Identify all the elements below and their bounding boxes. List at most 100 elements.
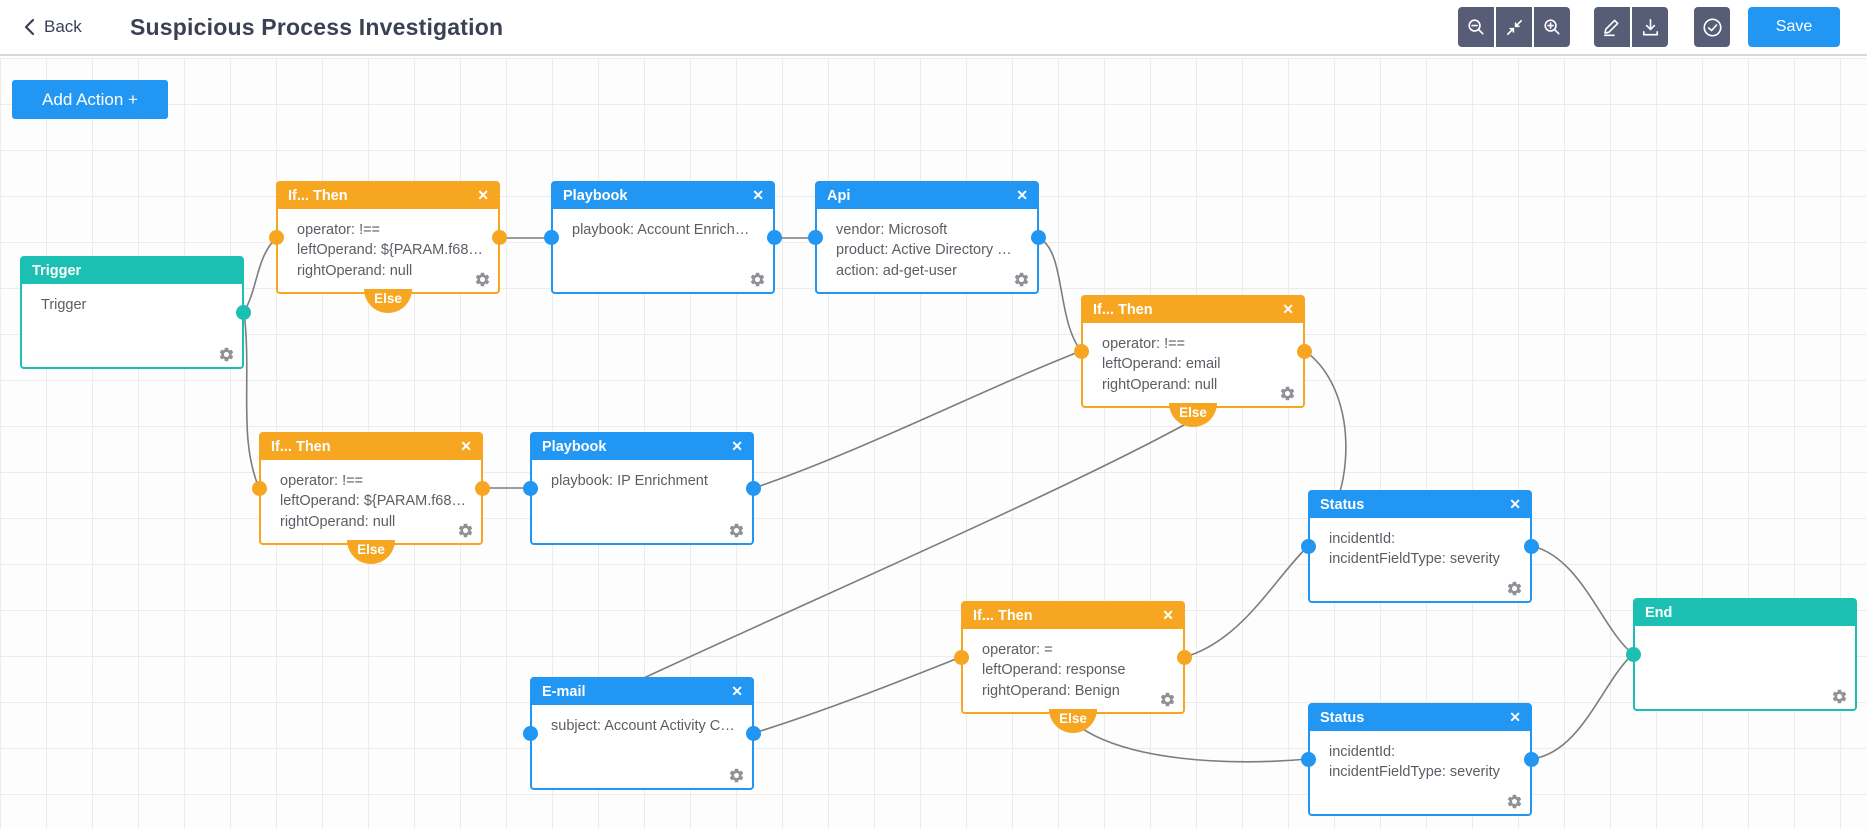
output-connector-dot[interactable] <box>1524 752 1539 767</box>
node-title: If... Then <box>288 188 348 204</box>
node-line: subject: Account Activity C… <box>551 718 735 734</box>
node-header: Status ✕ <box>1310 705 1530 731</box>
output-connector-dot[interactable] <box>492 230 507 245</box>
close-icon[interactable]: ✕ <box>752 187 764 203</box>
close-icon[interactable]: ✕ <box>1509 496 1521 512</box>
gear-icon[interactable] <box>474 271 491 288</box>
output-connector-dot[interactable] <box>1524 539 1539 554</box>
node-body: operator: !== leftOperand: email rightOp… <box>1083 323 1303 395</box>
download-button[interactable] <box>1632 7 1668 47</box>
gear-icon[interactable] <box>1506 580 1523 597</box>
zoom-in-button[interactable] <box>1534 7 1570 47</box>
input-connector-dot[interactable] <box>1301 539 1316 554</box>
node-playbook-account-enrichment[interactable]: Playbook ✕ playbook: Account Enrich… <box>544 181 782 294</box>
input-connector-dot[interactable] <box>954 650 969 665</box>
output-connector-dot[interactable] <box>1177 650 1192 665</box>
close-icon[interactable]: ✕ <box>1162 607 1174 623</box>
input-connector-dot[interactable] <box>523 481 538 496</box>
node-title: Playbook <box>542 439 607 455</box>
node-api[interactable]: Api ✕ vendor: Microsoft product: Active … <box>808 181 1046 294</box>
close-icon[interactable]: ✕ <box>477 187 489 203</box>
download-icon <box>1642 18 1658 36</box>
node-title: If... Then <box>973 608 1033 624</box>
node-body: incidentId: incidentFieldType: severity <box>1310 518 1530 570</box>
output-connector-dot[interactable] <box>767 230 782 245</box>
node-line: leftOperand: ${PARAM.f68… <box>280 493 466 510</box>
node-header: End <box>1635 600 1855 626</box>
node-if-then-user[interactable]: If... Then ✕ operator: !== leftOperand: … <box>269 181 507 313</box>
node-body: operator: !== leftOperand: ${PARAM.f68… … <box>261 460 481 532</box>
input-connector-dot[interactable] <box>1074 344 1089 359</box>
node-if-then-param[interactable]: If... Then ✕ operator: !== leftOperand: … <box>252 432 490 564</box>
node-line: product: Active Directory … <box>836 242 1012 259</box>
output-connector-dot[interactable] <box>236 305 251 320</box>
node-if-then-email[interactable]: If... Then ✕ operator: !== leftOperand: … <box>1074 295 1312 427</box>
toolbar: Save <box>1458 7 1840 47</box>
edit-pencil-icon <box>1603 19 1618 36</box>
node-header: If... Then ✕ <box>1083 297 1303 323</box>
node-body: playbook: Account Enrich… <box>553 209 773 240</box>
close-icon[interactable]: ✕ <box>460 438 472 454</box>
node-body: playbook: IP Enrichment <box>532 460 752 491</box>
gear-icon[interactable] <box>1279 385 1296 402</box>
gear-icon[interactable] <box>218 346 235 363</box>
save-button[interactable]: Save <box>1748 7 1840 47</box>
input-connector-dot[interactable] <box>1626 647 1641 662</box>
input-connector-dot[interactable] <box>808 230 823 245</box>
node-title: E-mail <box>542 684 586 700</box>
node-line: rightOperand: null <box>1102 376 1218 393</box>
node-status-severity-b[interactable]: Status ✕ incidentId: incidentFieldType: … <box>1301 703 1539 816</box>
gear-icon[interactable] <box>1159 691 1176 708</box>
input-connector-dot[interactable] <box>269 230 284 245</box>
node-status-severity-a[interactable]: Status ✕ incidentId: incidentFieldType: … <box>1301 490 1539 603</box>
node-line: playbook: Account Enrich… <box>572 222 750 238</box>
node-header: Trigger <box>22 258 242 284</box>
node-trigger[interactable]: Trigger Trigger <box>20 256 251 369</box>
node-playbook-ip-enrichment[interactable]: Playbook ✕ playbook: IP Enrichment <box>523 432 761 545</box>
zoom-out-button[interactable] <box>1458 7 1494 47</box>
gear-icon[interactable] <box>1506 793 1523 810</box>
input-connector-dot[interactable] <box>1301 752 1316 767</box>
validate-button[interactable] <box>1694 7 1730 47</box>
edit-button[interactable] <box>1594 7 1630 47</box>
node-line: vendor: Microsoft <box>836 222 948 238</box>
node-title: If... Then <box>1093 302 1153 318</box>
node-body: operator: = leftOperand: response rightO… <box>963 629 1183 701</box>
output-connector-dot[interactable] <box>1297 344 1312 359</box>
fit-screen-button[interactable] <box>1496 7 1532 47</box>
close-icon[interactable]: ✕ <box>731 683 743 699</box>
close-icon[interactable]: ✕ <box>1016 187 1028 203</box>
output-connector-dot[interactable] <box>1031 230 1046 245</box>
gear-icon[interactable] <box>749 271 766 288</box>
input-connector-dot[interactable] <box>544 230 559 245</box>
add-action-button[interactable]: Add Action + <box>12 80 168 119</box>
gear-icon[interactable] <box>457 522 474 539</box>
output-connector-dot[interactable] <box>475 481 490 496</box>
gear-icon[interactable] <box>728 522 745 539</box>
node-title: Status <box>1320 710 1365 726</box>
gear-icon[interactable] <box>728 767 745 784</box>
node-if-then-response[interactable]: If... Then ✕ operator: = leftOperand: re… <box>954 601 1192 733</box>
node-header: If... Then ✕ <box>261 434 481 460</box>
node-line: incidentId: <box>1329 744 1396 760</box>
node-line: operator: !== <box>280 473 364 489</box>
input-connector-dot[interactable] <box>523 726 538 741</box>
close-icon[interactable]: ✕ <box>731 438 743 454</box>
node-line: incidentFieldType: severity <box>1329 551 1500 568</box>
back-button[interactable]: Back <box>24 0 82 54</box>
chevron-left-icon <box>24 18 35 36</box>
node-end[interactable]: End <box>1626 598 1857 711</box>
node-email[interactable]: E-mail ✕ subject: Account Activity C… <box>523 677 761 790</box>
node-header: Status ✕ <box>1310 492 1530 518</box>
output-connector-dot[interactable] <box>746 726 761 741</box>
close-icon[interactable]: ✕ <box>1509 709 1521 725</box>
gear-icon[interactable] <box>1013 271 1030 288</box>
input-connector-dot[interactable] <box>252 481 267 496</box>
node-body: incidentId: incidentFieldType: severity <box>1310 731 1530 783</box>
output-connector-dot[interactable] <box>746 481 761 496</box>
node-line: rightOperand: null <box>280 513 396 530</box>
gear-icon[interactable] <box>1831 688 1848 705</box>
close-icon[interactable]: ✕ <box>1282 301 1294 317</box>
node-header: If... Then ✕ <box>278 183 498 209</box>
app-header: Back Suspicious Process Investigation <box>0 0 1867 56</box>
